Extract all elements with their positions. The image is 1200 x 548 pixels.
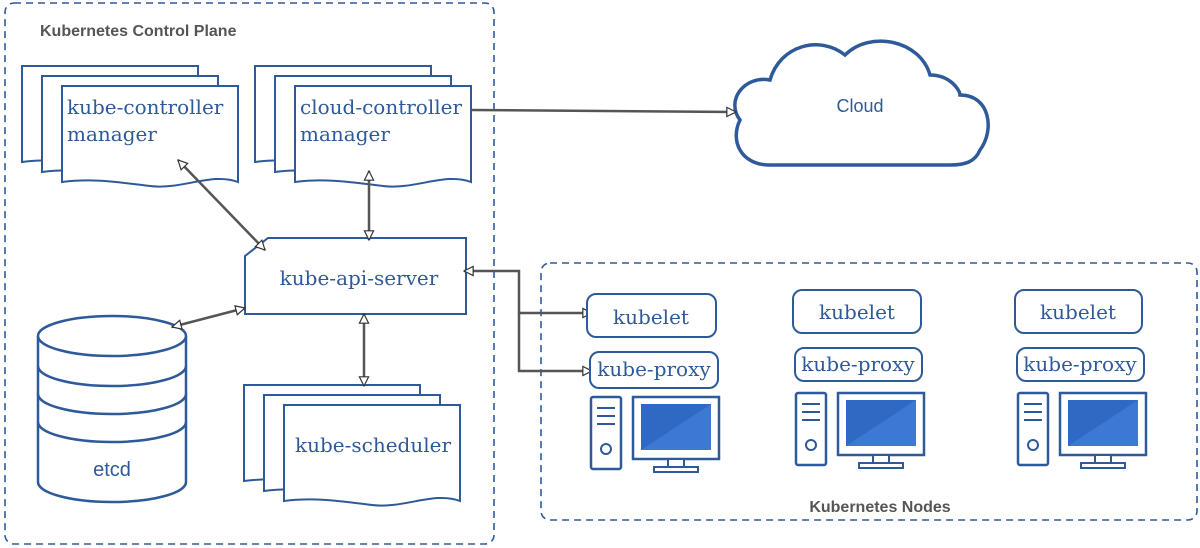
etcd-label: etcd [93, 459, 131, 481]
kube-scheduler-stack[interactable]: kube-scheduler [243, 384, 461, 507]
kube-controller-manager-label-line2: manager [67, 122, 157, 146]
node-1: kubelet kube-proxy [586, 293, 721, 474]
database-icon [36, 314, 188, 504]
cloud-controller-manager-label-line2: manager [300, 122, 390, 146]
kube-scheduler-label: kube-scheduler [295, 433, 451, 457]
connector-etcd-api [172, 308, 245, 327]
kube-api-server-label: kube-api-server [280, 266, 439, 290]
kube-proxy-box[interactable] [589, 351, 719, 389]
kube-api-server-box[interactable]: kube-api-server [244, 237, 467, 315]
kubelet-box[interactable] [586, 293, 717, 338]
kube-proxy-label: kube-proxy [597, 357, 711, 381]
connector-controller-api [178, 160, 265, 250]
kube-controller-manager-stack[interactable]: kube-controller manager [21, 65, 239, 188]
kube-proxy-label: kube-proxy [801, 352, 915, 376]
connector-cloudcontroller-cloud [471, 110, 736, 112]
connector-api-kubeproxy [517, 313, 592, 371]
cloud-controller-manager-stack[interactable]: cloud-controller manager [254, 65, 472, 188]
kube-controller-manager-label-line1: kube-controller [67, 95, 224, 119]
cloud-shape[interactable]: Cloud [733, 39, 990, 167]
kubelet-label: kubelet [1040, 300, 1116, 324]
nodes-boundary [540, 262, 1198, 521]
cloud-controller-manager-label-line1: cloud-controller [300, 95, 462, 119]
computer-icon [589, 395, 721, 474]
etcd-database[interactable]: etcd [36, 314, 188, 504]
node-2: kubelet kube-proxy [792, 289, 926, 470]
kubelet-label: kubelet [819, 300, 895, 324]
connector-api-kubelet [464, 271, 592, 313]
cloud-label: Cloud [836, 96, 883, 116]
computer-icon [1016, 391, 1148, 470]
control-plane-title: Kubernetes Control Plane [40, 23, 237, 40]
nodes-title: Kubernetes Nodes [809, 499, 950, 516]
kube-proxy-box[interactable] [794, 347, 923, 382]
node-3: kubelet kube-proxy [1014, 289, 1148, 470]
kubelet-box[interactable] [792, 289, 922, 334]
kube-proxy-box[interactable] [1016, 347, 1145, 382]
computer-icon [794, 391, 926, 470]
kubelet-box[interactable] [1014, 289, 1143, 334]
kube-proxy-label: kube-proxy [1023, 352, 1137, 376]
kubelet-label: kubelet [613, 305, 689, 329]
